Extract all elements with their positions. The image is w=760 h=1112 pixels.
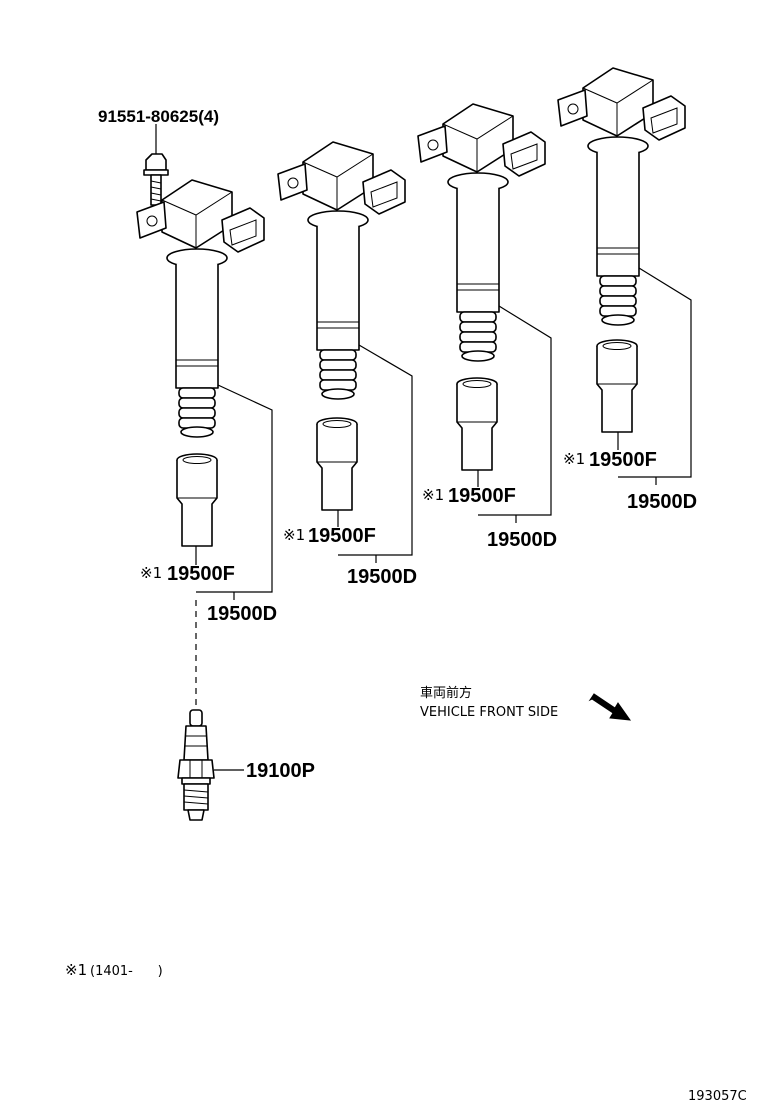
coil-part-number-1: 19500D [207, 603, 277, 625]
boot-part-number-1: 19500F [167, 563, 235, 585]
note-mark: ※1 [65, 961, 87, 979]
coil-boot-2 [316, 417, 358, 511]
vehicle-front-en: VEHICLE FRONT SIDE [420, 705, 558, 720]
boot-mark-1: ※1 [140, 564, 162, 582]
coil-boot-4 [596, 339, 638, 433]
note-text: (1401- ) [90, 964, 163, 979]
vehicle-front-jp: 車両前方 [420, 685, 472, 701]
boot-part-number-2: 19500F [308, 525, 376, 547]
coil-boot-1 [176, 453, 218, 547]
boot-mark-3: ※1 [422, 486, 444, 504]
ignition-coil-4 [557, 67, 686, 326]
boot-mark-4: ※1 [563, 450, 585, 468]
coil-part-number-4: 19500D [627, 491, 697, 513]
coil-part-number-2: 19500D [347, 566, 417, 588]
coil-part-number-3: 19500D [487, 529, 557, 551]
bolt-part-number: 91551-80625(4) [98, 107, 219, 126]
bolt-91551 [143, 124, 169, 206]
ignition-coil-1 [136, 179, 265, 438]
spark-plug [177, 709, 215, 821]
boot-part-number-4: 19500F [589, 449, 657, 471]
coil-boot-3 [456, 377, 498, 471]
boot-part-number-3: 19500F [448, 485, 516, 507]
figure-code: 193057C [688, 1089, 747, 1104]
boot-mark-2: ※1 [283, 526, 305, 544]
direction-arrow-icon [588, 693, 632, 721]
spark-plug-part-number: 19100P [246, 760, 315, 782]
